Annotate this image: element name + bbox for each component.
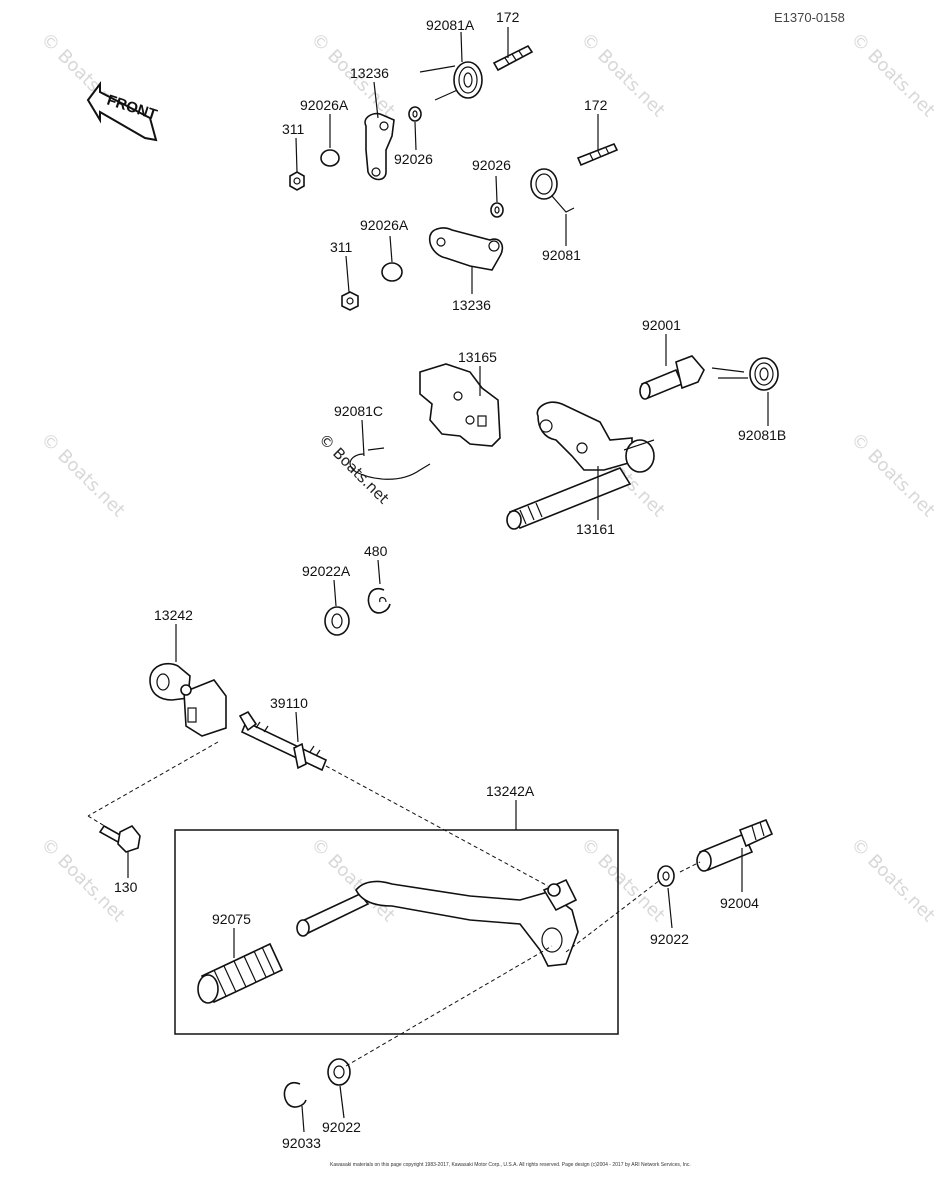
label-92081C: 92081C [334, 403, 383, 419]
label-92026A: 92026A [360, 217, 409, 233]
circlip-480 [367, 587, 391, 614]
label-13242: 13242 [154, 607, 193, 623]
spring-92081A [419, 61, 483, 101]
plate-13165 [419, 363, 501, 447]
reference-code: E1370-0158 [774, 10, 845, 25]
label-92022: 92022 [322, 1119, 361, 1135]
clip-92033 [283, 1081, 307, 1108]
label-13165: 13165 [458, 349, 497, 365]
pedal-rubber-92075 [197, 942, 284, 1004]
tie-rod-39110 [238, 710, 328, 772]
watermark-center: © Boats.net [315, 430, 393, 508]
watermark: © Boats.net [846, 834, 938, 926]
washer-92022-bottom [327, 1058, 351, 1086]
watermark: © Boats.net [846, 429, 938, 521]
label-92033: 92033 [282, 1135, 321, 1151]
label-92026A: 92026A [300, 97, 349, 113]
spring-92081C [349, 447, 431, 480]
shift-shaft-13161 [506, 401, 655, 530]
washer-92026-middle [490, 202, 504, 218]
label-92022A: 92022A [302, 563, 351, 579]
watermark: © Boats.net [576, 834, 668, 926]
label-13161: 13161 [576, 521, 615, 537]
label-13236: 13236 [350, 65, 389, 81]
stud-172-right [576, 142, 619, 167]
washer-92026A-top [320, 149, 340, 167]
washer-92026A-lower [381, 262, 403, 282]
rod-end-13242 [149, 662, 227, 737]
watermark: © Boats.net [846, 29, 938, 121]
nut-311-top [289, 171, 305, 191]
label-39110: 39110 [270, 695, 308, 711]
label-92026: 92026 [472, 157, 511, 173]
label-92081B: 92081B [738, 427, 786, 443]
label-311: 311 [282, 121, 305, 137]
washer-92026-top [408, 106, 422, 122]
pivot-bolt-92004 [696, 818, 774, 872]
label-92026: 92026 [394, 151, 433, 167]
label-172: 172 [496, 9, 520, 25]
label-92075: 92075 [212, 911, 251, 927]
plate-13236-lower [428, 227, 504, 271]
spring-92081B [711, 357, 779, 391]
bolt-130 [98, 824, 141, 853]
leader-lines [127, 27, 769, 1133]
label-92081A: 92081A [426, 17, 475, 33]
part-labels: 92081A 172 13236 92026A 311 92026 172 92… [114, 9, 786, 1151]
washer-92022-right [657, 865, 675, 887]
washer-92022A [324, 606, 350, 636]
shift-pedal-arm [296, 878, 579, 967]
label-92022: 92022 [650, 931, 689, 947]
watermark: © Boats.net [36, 429, 128, 521]
spring-92081 [530, 168, 575, 213]
label-13236: 13236 [452, 297, 491, 313]
label-130: 130 [114, 879, 138, 895]
front-arrow-icon: FRONT [86, 81, 159, 142]
pivot-bolt-92001 [639, 355, 705, 400]
copyright-notice: Kawasaki materials on this page copyrigh… [330, 1162, 691, 1168]
stud-172-top [492, 44, 534, 72]
plate-13236-top [364, 112, 395, 181]
assembly-lines [87, 741, 701, 1067]
label-480: 480 [364, 543, 388, 559]
label-92001: 92001 [642, 317, 681, 333]
label-92081: 92081 [542, 247, 581, 263]
label-172: 172 [584, 97, 608, 113]
label-311: 311 [330, 239, 353, 255]
nut-311-lower [341, 291, 359, 311]
label-13242A: 13242A [486, 783, 535, 799]
assembly-box-13242A [174, 829, 619, 1035]
label-92004: 92004 [720, 895, 759, 911]
